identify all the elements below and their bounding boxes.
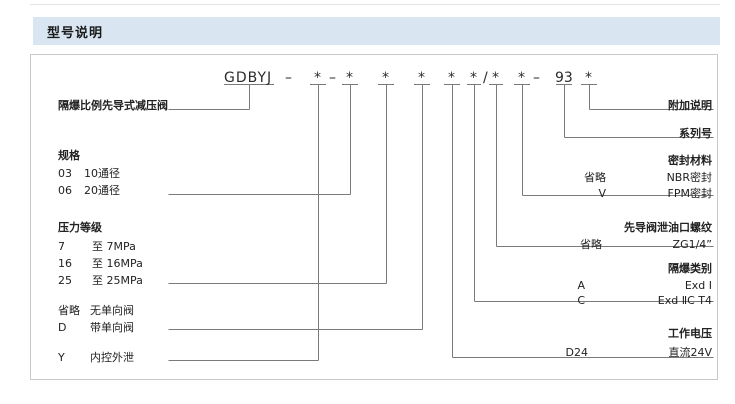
model-code-seg-4: * (418, 70, 425, 86)
label-pilot-drain-thread-code-0: 省略 (580, 238, 602, 251)
label-seal-material-code-1: V (598, 187, 606, 200)
page-title: 型号说明 (47, 25, 104, 41)
label-check-valve-code-1: D (58, 321, 67, 334)
section-header: 型号说明 (30, 17, 720, 45)
label-seal-material-title: 密封材料 (668, 154, 712, 167)
label-check-valve-desc-0: 无单向阀 (90, 304, 134, 317)
label-specification-code-1: 06 (58, 184, 72, 197)
model-code-seg-1: * (314, 70, 321, 86)
label-pilot-drain-thread-desc-0: ZG1/4” (672, 238, 712, 251)
label-pilot-drain-thread-title: 先导阀泄油口螺纹 (624, 221, 712, 234)
model-code-seg-7: * (492, 70, 499, 86)
label-explosion-proof-class-desc-1: Exd ⅡC T4 (657, 294, 712, 307)
label-working-voltage-desc-0: 直流24V (668, 346, 712, 359)
model-code-seg-5: * (448, 70, 455, 86)
label-pressure-rating-code-2: 25 (58, 274, 72, 287)
label-specification-desc-1: 20通径 (84, 184, 120, 197)
header-accent-bar (30, 17, 33, 45)
model-code-dash-3: – (533, 70, 540, 86)
label-additional-note: 附加说明 (668, 99, 712, 112)
label-series-number: 系列号 (679, 127, 712, 140)
label-explosion-proof-class-code-1: C (577, 294, 585, 307)
model-code-base: GDBYJ (224, 70, 273, 86)
label-seal-material-code-0: 省略 (584, 171, 606, 184)
model-code-slash: / (483, 70, 488, 86)
label-pressure-rating-desc-0: 至 7MPa (92, 240, 136, 253)
label-product-name: 隔爆比例先导式减压阀 (58, 99, 168, 112)
label-drain-type-code-0: Y (58, 351, 65, 364)
model-code-series: 93 (555, 70, 573, 86)
label-check-valve-code-0: 省略 (58, 304, 80, 317)
label-pressure-rating-code-0: 7 (58, 240, 65, 253)
label-specification-title: 规格 (58, 149, 80, 162)
label-check-valve-desc-1: 带单向阀 (90, 321, 134, 334)
model-code-seg-8: * (518, 70, 525, 86)
model-code-seg-3: * (382, 70, 389, 86)
label-working-voltage-code-0: D24 (565, 346, 588, 359)
model-code-dash-2: – (329, 70, 336, 86)
label-seal-material-desc-1: FPM密封 (667, 187, 712, 200)
label-drain-type-desc-0: 内控外泄 (90, 351, 134, 364)
label-specification-desc-0: 10通径 (84, 167, 120, 180)
model-code-dash-1: – (285, 70, 292, 86)
label-pressure-rating-code-1: 16 (58, 257, 72, 270)
label-explosion-proof-class-desc-0: Exd Ⅰ (684, 279, 712, 292)
label-explosion-proof-class-code-0: A (577, 279, 585, 292)
label-seal-material-desc-0: NBR密封 (666, 171, 712, 184)
model-code-seg-6: * (470, 70, 477, 86)
label-specification-code-0: 03 (58, 167, 72, 180)
label-working-voltage-title: 工作电压 (668, 327, 712, 340)
label-pressure-rating-desc-2: 至 25MPa (92, 274, 143, 287)
diagram-panel (30, 54, 718, 380)
model-code-seg-9: * (585, 70, 592, 86)
top-divider (30, 4, 720, 5)
label-explosion-proof-class-title: 隔爆类别 (668, 262, 712, 275)
label-pressure-rating-desc-1: 至 16MPa (92, 257, 143, 270)
model-code-seg-2: * (346, 70, 353, 86)
label-pressure-rating-title: 压力等级 (58, 221, 102, 234)
